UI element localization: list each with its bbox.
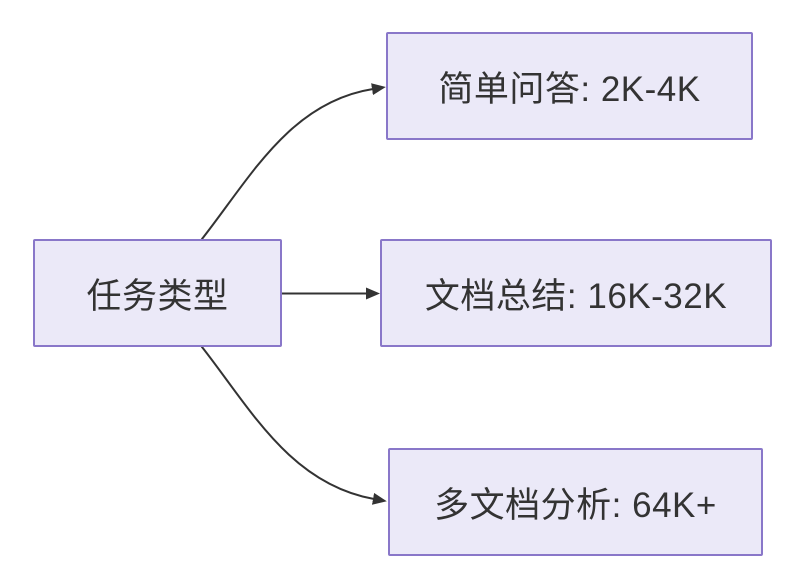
node-task-type: 任务类型 (33, 239, 282, 347)
node-task-type-label: 任务类型 (86, 276, 229, 316)
edge-root-to-simple-qa (201, 83, 386, 240)
node-doc-summary: 文档总结: 16K-32K (380, 239, 772, 347)
node-simple-qa: 简单问答: 2K-4K (386, 32, 753, 140)
edge-root-to-multi-doc (201, 346, 387, 505)
node-multi-doc-analysis: 多文档分析: 64K+ (388, 448, 763, 556)
node-simple-qa-label: 简单问答: 2K-4K (438, 69, 701, 109)
node-doc-summary-label: 文档总结: 16K-32K (424, 276, 728, 316)
node-multi-doc-analysis-label: 多文档分析: 64K+ (434, 485, 717, 525)
